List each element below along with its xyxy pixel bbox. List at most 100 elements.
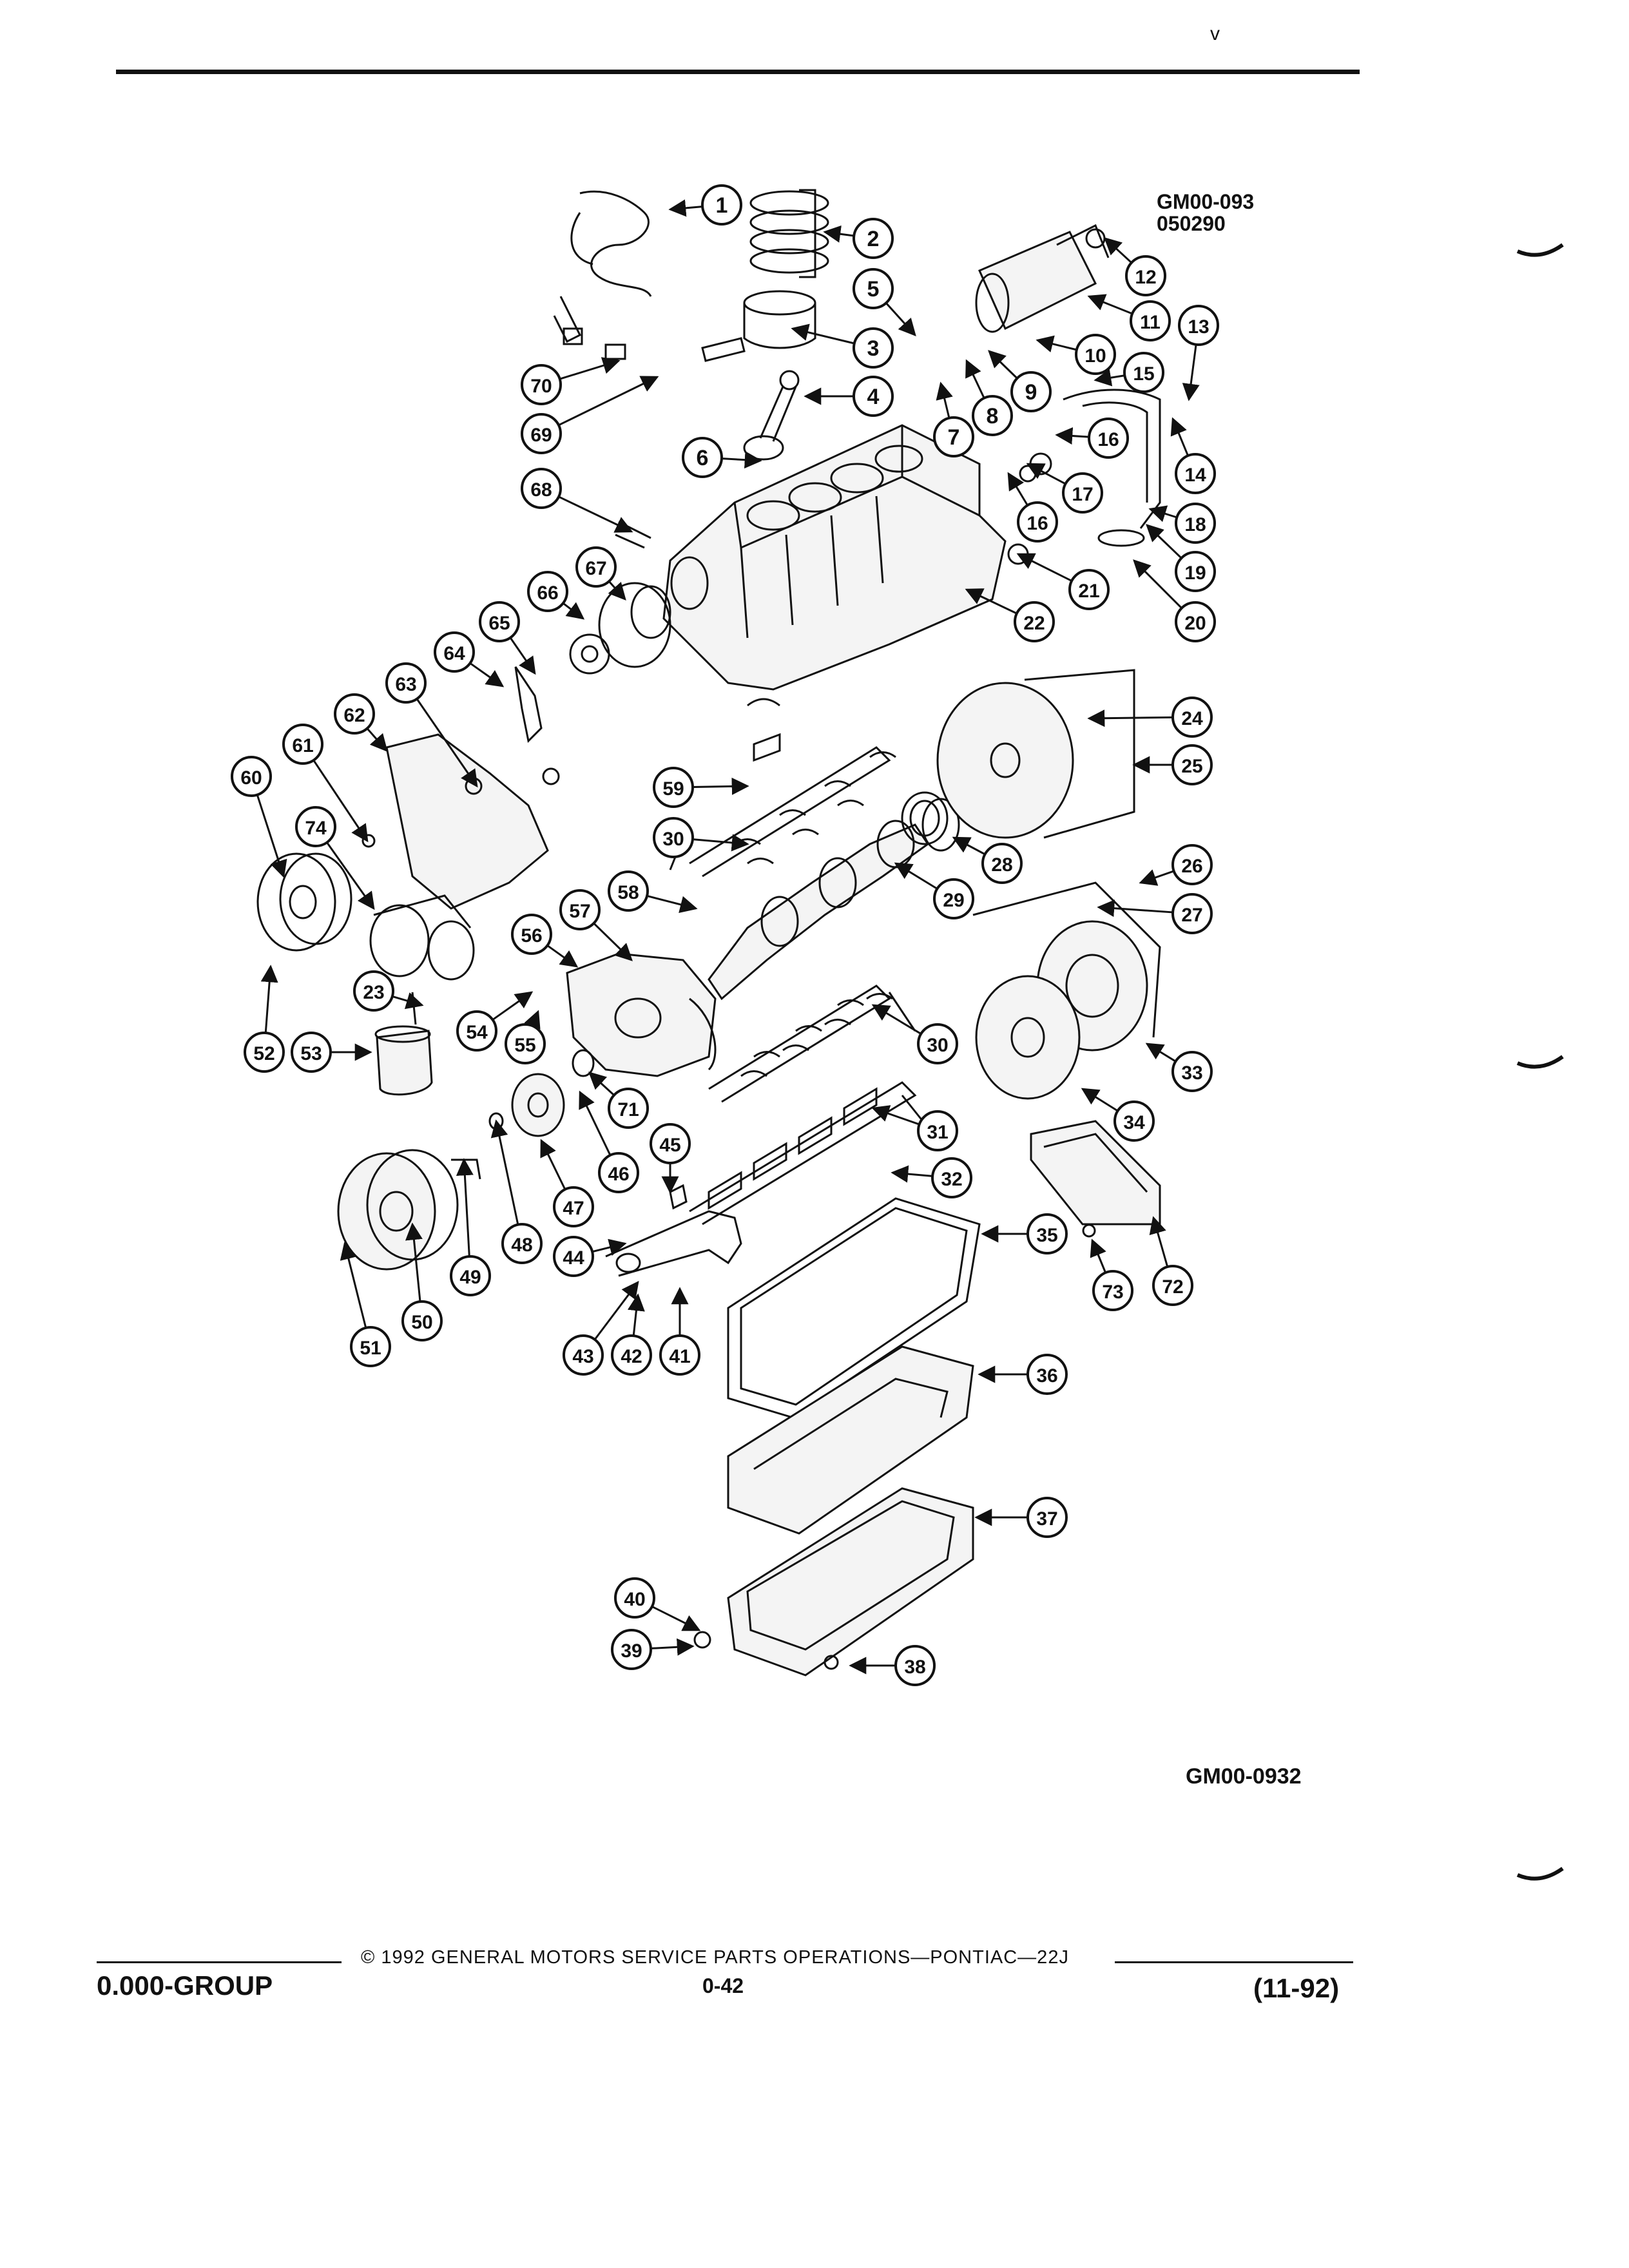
callout-circle bbox=[479, 601, 520, 642]
callout-circle bbox=[521, 468, 562, 509]
engine-block bbox=[662, 424, 1007, 691]
callout-number: 34 bbox=[1123, 1112, 1145, 1133]
callout-1: 1 bbox=[668, 184, 742, 226]
rod-bearings bbox=[747, 698, 781, 762]
callout-circle bbox=[1178, 305, 1219, 346]
callout-circle bbox=[853, 218, 894, 259]
callout-number: 8 bbox=[987, 404, 999, 428]
footer-date: (11-92) bbox=[1253, 1973, 1340, 2003]
callout-16: 16 bbox=[1055, 418, 1129, 459]
callout-17: 17 bbox=[1026, 463, 1103, 514]
callout-number: 6 bbox=[697, 446, 709, 470]
callout-leader bbox=[1090, 1238, 1107, 1273]
rear-main-seal bbox=[901, 791, 949, 845]
callout-29: 29 bbox=[894, 862, 974, 919]
callout-leader bbox=[1026, 463, 1066, 485]
callout-22: 22 bbox=[965, 588, 1055, 642]
callout-number: 40 bbox=[624, 1589, 645, 1610]
callout-number: 24 bbox=[1181, 708, 1203, 729]
callout-number: 26 bbox=[1181, 856, 1202, 877]
callout-circle bbox=[1171, 744, 1213, 785]
callout-5: 5 bbox=[853, 268, 916, 337]
callout-leader bbox=[965, 359, 985, 399]
edge-mark-3 bbox=[1516, 1867, 1564, 1881]
callout-number: 64 bbox=[443, 643, 465, 664]
callout-leader bbox=[721, 451, 762, 469]
callout-6: 6 bbox=[682, 437, 762, 478]
callout-51: 51 bbox=[340, 1242, 391, 1367]
callout-number: 73 bbox=[1102, 1282, 1123, 1303]
callout-leader bbox=[1087, 294, 1133, 315]
callout-circle bbox=[972, 395, 1013, 436]
callout-leader bbox=[1094, 369, 1125, 387]
callout-number: 63 bbox=[395, 674, 416, 695]
callout-number: 37 bbox=[1036, 1508, 1057, 1530]
callout-number: 48 bbox=[511, 1235, 532, 1256]
callout-leader bbox=[592, 1238, 627, 1256]
callout-circle bbox=[1092, 1270, 1133, 1311]
footer-group: 0.000-GROUP bbox=[97, 1970, 273, 2001]
callout-circle bbox=[682, 437, 723, 478]
callout-circle bbox=[1130, 300, 1171, 341]
callout-number: 44 bbox=[563, 1247, 584, 1269]
figure-code-bottom: GM00-0932 bbox=[1186, 1764, 1302, 1789]
callout-circle bbox=[511, 914, 552, 955]
callout-10: 10 bbox=[1036, 334, 1116, 375]
callout-leader bbox=[558, 376, 659, 427]
edge-mark-2 bbox=[1516, 1055, 1564, 1069]
oil-pan-baffle bbox=[727, 1345, 974, 1535]
callout-number: 17 bbox=[1072, 484, 1093, 505]
callout-leader bbox=[1016, 553, 1072, 582]
callout-number: 53 bbox=[300, 1043, 322, 1064]
callout-leader bbox=[260, 965, 278, 1033]
callout-leader bbox=[791, 323, 855, 345]
callout-number: 32 bbox=[941, 1169, 962, 1190]
callout-7: 7 bbox=[933, 381, 974, 457]
callout-leader bbox=[1036, 335, 1077, 352]
callout-30: 30 bbox=[653, 817, 749, 858]
callout-circle bbox=[334, 693, 375, 735]
callout-23: 23 bbox=[353, 970, 424, 1012]
callout-leader bbox=[524, 1010, 541, 1030]
callout-15: 15 bbox=[1094, 352, 1164, 393]
callout-leader bbox=[1146, 524, 1182, 559]
callout-number: 5 bbox=[867, 277, 880, 302]
edge-mark-1 bbox=[1516, 243, 1564, 257]
callout-31: 31 bbox=[871, 1105, 958, 1151]
callout-leader bbox=[692, 834, 749, 852]
callout-leader bbox=[593, 1280, 639, 1340]
figure-code-line-2: 050290 bbox=[1157, 212, 1226, 235]
callout-number: 49 bbox=[459, 1267, 481, 1288]
callout-number: 71 bbox=[617, 1099, 639, 1120]
callout-12: 12 bbox=[1104, 237, 1166, 296]
callout-leader bbox=[340, 1242, 367, 1329]
callout-number: 47 bbox=[563, 1198, 584, 1219]
callout-3: 3 bbox=[791, 323, 894, 369]
callout-number: 62 bbox=[343, 705, 365, 726]
belt-tensioner bbox=[369, 894, 475, 981]
callout-number: 56 bbox=[521, 925, 542, 947]
callout-leader bbox=[1139, 869, 1175, 886]
callout-21: 21 bbox=[1016, 553, 1110, 610]
callout-44: 44 bbox=[553, 1236, 627, 1277]
callout-circle bbox=[917, 1023, 958, 1064]
oil-pan-gasket bbox=[727, 1197, 981, 1419]
piston-rings bbox=[749, 189, 829, 278]
callout-leader bbox=[579, 1090, 612, 1156]
callout-number: 65 bbox=[488, 613, 510, 634]
callout-leader bbox=[627, 1293, 645, 1336]
callout-68: 68 bbox=[521, 468, 633, 533]
callout-circle bbox=[505, 1023, 546, 1064]
callout-49: 49 bbox=[450, 1158, 491, 1296]
callout-circle bbox=[1171, 844, 1213, 885]
callout-61: 61 bbox=[282, 724, 369, 843]
callout-circle bbox=[553, 1236, 594, 1277]
callout-13: 13 bbox=[1178, 305, 1219, 401]
callout-33: 33 bbox=[1145, 1043, 1213, 1092]
callout-circle bbox=[521, 413, 562, 454]
callout-circle bbox=[608, 1088, 649, 1129]
callout-64: 64 bbox=[434, 631, 505, 687]
callout-leader bbox=[650, 1638, 695, 1656]
callout-26: 26 bbox=[1139, 844, 1213, 886]
callout-circle bbox=[853, 376, 894, 417]
